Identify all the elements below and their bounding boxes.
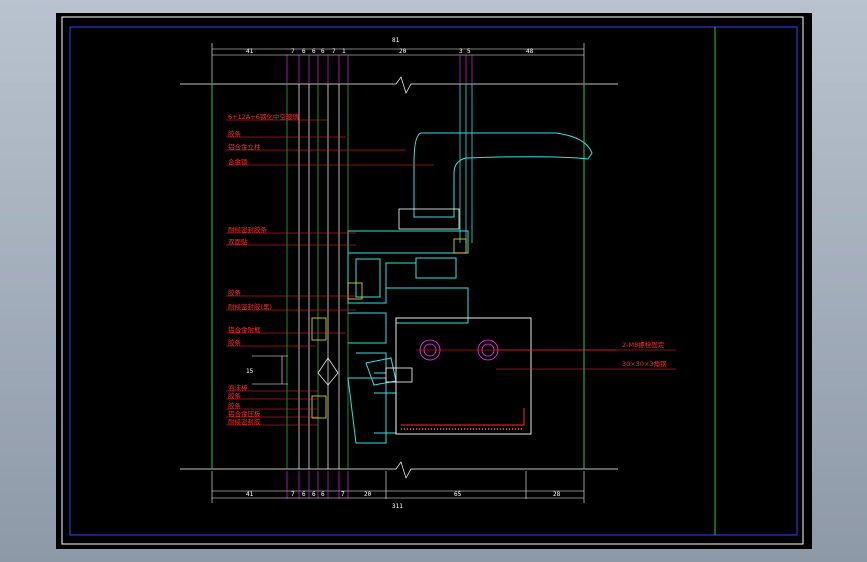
label-subframe: 铝合金附框: [228, 325, 261, 334]
label-bolt-fixing: 2-M8螺栓固定: [622, 340, 665, 349]
top-dim-seg: 41: [246, 48, 254, 55]
angle-steel: [401, 408, 525, 426]
label-sealant: 耐候密封胶: [228, 417, 261, 426]
top-overall-dimension: 81: [392, 37, 400, 44]
top-dim-seg: 1: [342, 48, 346, 55]
label-foam-rod: 泡沫棒: [228, 383, 248, 392]
window-handle: [413, 132, 593, 218]
label-gasket-3: 胶条: [228, 338, 242, 347]
top-dim-seg: 20: [399, 48, 407, 55]
label-gasket: 胶条: [228, 129, 242, 138]
cad-viewport[interactable]: 81 41 7 6 6 6 7 1 20 3 5 48: [56, 13, 812, 549]
bottom-dim-seg: 7: [341, 491, 345, 498]
top-dim-seg: 3: [459, 48, 463, 55]
bottom-overall-dimension: 311: [392, 503, 403, 510]
bottom-dim-seg: 65: [454, 491, 462, 498]
sheet-frame-outer: [61, 16, 804, 545]
side-dimension-value: 15: [246, 368, 254, 375]
steel-bracket: [395, 317, 532, 435]
bottom-break-line: [180, 461, 618, 479]
label-glass: 6+12A+6钢化中空玻璃: [228, 112, 299, 121]
foam-rod-seal: [317, 357, 339, 386]
top-dim-seg: 7: [332, 48, 336, 55]
handle-base: [398, 208, 460, 230]
bottom-dim-seg: 28: [553, 491, 561, 498]
label-sealant-black: 耐候密封胶(黑): [228, 302, 272, 311]
bottom-dim-seg: 6: [312, 491, 316, 498]
label-pressure-plate: 铝合金压板: [228, 409, 261, 418]
left-leader-lines: [226, 119, 434, 426]
frame-profiles: [347, 230, 469, 444]
curtain-wall-section-drawing: 81 41 7 6 6 6 7 1 20 3 5 48: [61, 16, 804, 545]
label-lock: 合金锁: [228, 157, 248, 166]
bottom-dim-seg: 6: [321, 491, 325, 498]
bottom-dim-seg: 41: [246, 491, 254, 498]
top-dimension-ticks: [286, 55, 473, 83]
glass-panes: [298, 84, 340, 469]
top-dim-seg: 6: [312, 48, 316, 55]
side-dimension: [252, 355, 288, 385]
sheet-frame-inner: [69, 26, 798, 536]
top-dim-seg: 6: [321, 48, 325, 55]
top-dim-seg: 48: [526, 48, 534, 55]
top-dim-seg: 5: [467, 48, 471, 55]
bottom-dim-seg: 6: [302, 491, 306, 498]
label-double-tape: 双面贴: [228, 237, 248, 246]
bottom-dimension-chain: [211, 471, 585, 503]
bottom-dim-seg: 7: [291, 491, 295, 498]
label-gasket-5: 胶条: [228, 401, 242, 410]
gasket-blocks: [311, 238, 467, 419]
top-break-line: [180, 76, 618, 94]
top-dim-seg: 6: [302, 48, 306, 55]
label-weather-gasket: 耐候密封胶条: [228, 225, 268, 234]
mullion-lines: [459, 84, 473, 243]
bottom-dimension-ticks: [286, 471, 349, 499]
screw-fixing: [385, 367, 413, 383]
label-angle-steel: 30×30×3角钢: [622, 359, 667, 368]
top-dimension-chain: [211, 43, 585, 83]
label-mullion: 铝合金立柱: [228, 142, 261, 151]
label-gasket-2: 胶条: [228, 288, 242, 297]
label-gasket-4: 胶条: [228, 391, 242, 400]
bottom-dim-seg: 20: [364, 491, 372, 498]
top-dim-seg: 7: [291, 48, 295, 55]
